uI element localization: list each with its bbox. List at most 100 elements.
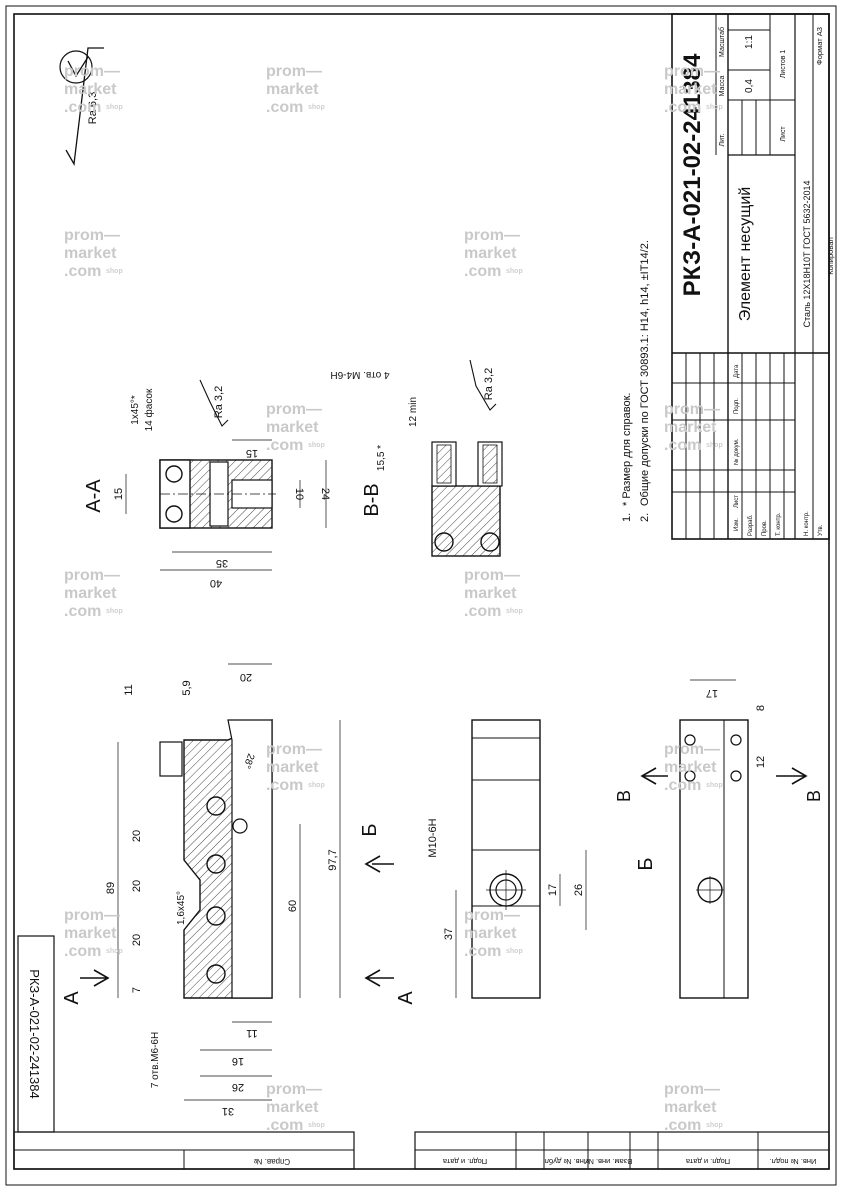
svg-text:prom—: prom— bbox=[664, 1081, 720, 1098]
stamp-sign-date: Подп. и дата bbox=[685, 1157, 730, 1166]
svg-text:.com: .com bbox=[64, 99, 101, 116]
main-dim-60: 60 bbox=[287, 900, 299, 912]
section-a-left: А bbox=[61, 991, 83, 1005]
svg-text:.com: .com bbox=[266, 437, 303, 454]
main-dim-20a: 20 bbox=[131, 830, 143, 842]
svg-text:market: market bbox=[464, 925, 517, 942]
left-bottom-stamp: Справ. № bbox=[13, 1131, 355, 1170]
aa-chamfer-1: 1x45°* bbox=[130, 395, 141, 425]
bottom-dim-12: 12 bbox=[755, 756, 767, 768]
main-dim-7: 7 bbox=[131, 987, 143, 993]
section-aa: А-А 40 35 15 10 24 15 1x45°* 14 фасок Ra… bbox=[83, 379, 331, 589]
svg-text:market: market bbox=[266, 759, 319, 776]
svg-text:market: market bbox=[64, 245, 117, 262]
svg-text:shop: shop bbox=[706, 104, 723, 111]
svg-text:shop: shop bbox=[706, 1122, 723, 1129]
technical-notes: 1. * Размер для справок. 2. Общие допуск… bbox=[621, 240, 651, 522]
aa-dim-10: 10 bbox=[293, 488, 305, 500]
stamp-sprav: Справ. № bbox=[253, 1157, 290, 1166]
aa-dim-24: 24 bbox=[319, 488, 331, 500]
svg-text:prom—: prom— bbox=[266, 1081, 322, 1098]
svg-text:prom—: prom— bbox=[664, 741, 720, 758]
svg-text:market: market bbox=[464, 245, 517, 262]
tb-lit: Лит. bbox=[719, 134, 726, 147]
section-bb: В-В 15,5 * 12 min 4 отв. M4-6H Ra 3,2 bbox=[330, 359, 503, 557]
svg-text:market: market bbox=[64, 585, 117, 602]
svg-text:prom—: prom— bbox=[266, 401, 322, 418]
material: Сталь 12Х18Н10Т ГОСТ 5632-2014 bbox=[802, 180, 812, 327]
main-dim-20c: 20 bbox=[131, 934, 143, 946]
svg-text:prom—: prom— bbox=[464, 567, 520, 584]
main-dim-20: 20 bbox=[240, 671, 252, 683]
svg-text:market: market bbox=[464, 585, 517, 602]
svg-text:prom—: prom— bbox=[266, 63, 322, 80]
bb-roughness: Ra 3,2 bbox=[483, 368, 495, 400]
svg-text:.com: .com bbox=[464, 603, 501, 620]
svg-text:shop: shop bbox=[106, 104, 123, 111]
copied-label: Копировал bbox=[826, 237, 835, 275]
svg-text:.com: .com bbox=[464, 263, 501, 280]
svg-text:market: market bbox=[664, 1099, 717, 1116]
front-thread: M10-6H bbox=[427, 818, 439, 857]
section-v-right: В bbox=[804, 790, 824, 802]
svg-text:shop: shop bbox=[308, 104, 325, 111]
svg-text:prom—: prom— bbox=[64, 63, 120, 80]
tb-row-sign: Подп. bbox=[734, 398, 740, 414]
tb-mass: 0,4 bbox=[744, 79, 755, 93]
svg-text:shop: shop bbox=[308, 1122, 325, 1129]
bb-dim-12min: 12 min bbox=[408, 397, 419, 427]
aa-dim-40: 40 bbox=[210, 577, 222, 589]
svg-text:shop: shop bbox=[706, 782, 723, 789]
roughness-general: Ra 6,3 bbox=[87, 92, 99, 124]
svg-text:prom—: prom— bbox=[664, 401, 720, 418]
format-label: Формат А3 bbox=[815, 27, 824, 65]
bottom-dim-8: 8 bbox=[755, 705, 767, 711]
tb-scale-label: Масштаб bbox=[718, 27, 726, 57]
bottom-dim-17: 17 bbox=[706, 687, 718, 699]
svg-text:.com: .com bbox=[664, 99, 701, 116]
note-2: Общие допуски по ГОСТ 30893.1: H14, h14,… bbox=[639, 240, 651, 506]
aa-dim-15b: 15 bbox=[246, 447, 258, 459]
watermark-15: prom—market.com shop bbox=[664, 1081, 723, 1134]
bb-dim-15-5: 15,5 * bbox=[376, 445, 387, 471]
svg-text:.com: .com bbox=[664, 1117, 701, 1134]
sheet-frame bbox=[13, 13, 830, 1170]
front-view: M10-6H 37 17 26 bbox=[427, 719, 587, 999]
svg-text:.com: .com bbox=[664, 437, 701, 454]
tb-row-doc: № докум. bbox=[733, 438, 740, 465]
main-dim-28deg: 28° bbox=[241, 752, 257, 770]
svg-text:shop: shop bbox=[308, 782, 325, 789]
svg-text:shop: shop bbox=[506, 948, 523, 955]
aa-roughness: Ra 3,2 bbox=[213, 386, 225, 418]
tb-row-date: Дата bbox=[734, 364, 740, 378]
tb-sheets: Листов 1 bbox=[780, 50, 787, 79]
main-dim-11b: 11 bbox=[246, 1027, 257, 1039]
section-a-right: А bbox=[395, 991, 417, 1005]
tb-sheet: Лист bbox=[780, 126, 787, 142]
right-bottom-stamp: Подп. и дата Инв. № дубл. Взам. инв. № П… bbox=[414, 1131, 830, 1170]
svg-text:market: market bbox=[64, 925, 117, 942]
svg-text:.com: .com bbox=[64, 263, 101, 280]
svg-text:shop: shop bbox=[106, 948, 123, 955]
main-dim-5-9: 5,9 bbox=[181, 680, 193, 695]
svg-text:prom—: prom— bbox=[464, 227, 520, 244]
aa-chamfer-2: 14 фасок bbox=[143, 388, 155, 431]
tb-role-prov: Пров. bbox=[762, 520, 768, 536]
svg-text:prom—: prom— bbox=[64, 907, 120, 924]
stamp-inv: Инв. № подл. bbox=[770, 1157, 817, 1166]
svg-text:prom—: prom— bbox=[266, 741, 322, 758]
tb-row-list: Лист bbox=[734, 495, 740, 508]
front-dim-37: 37 bbox=[443, 928, 455, 940]
stamp-vzam: Взам. инв. № bbox=[586, 1157, 632, 1166]
